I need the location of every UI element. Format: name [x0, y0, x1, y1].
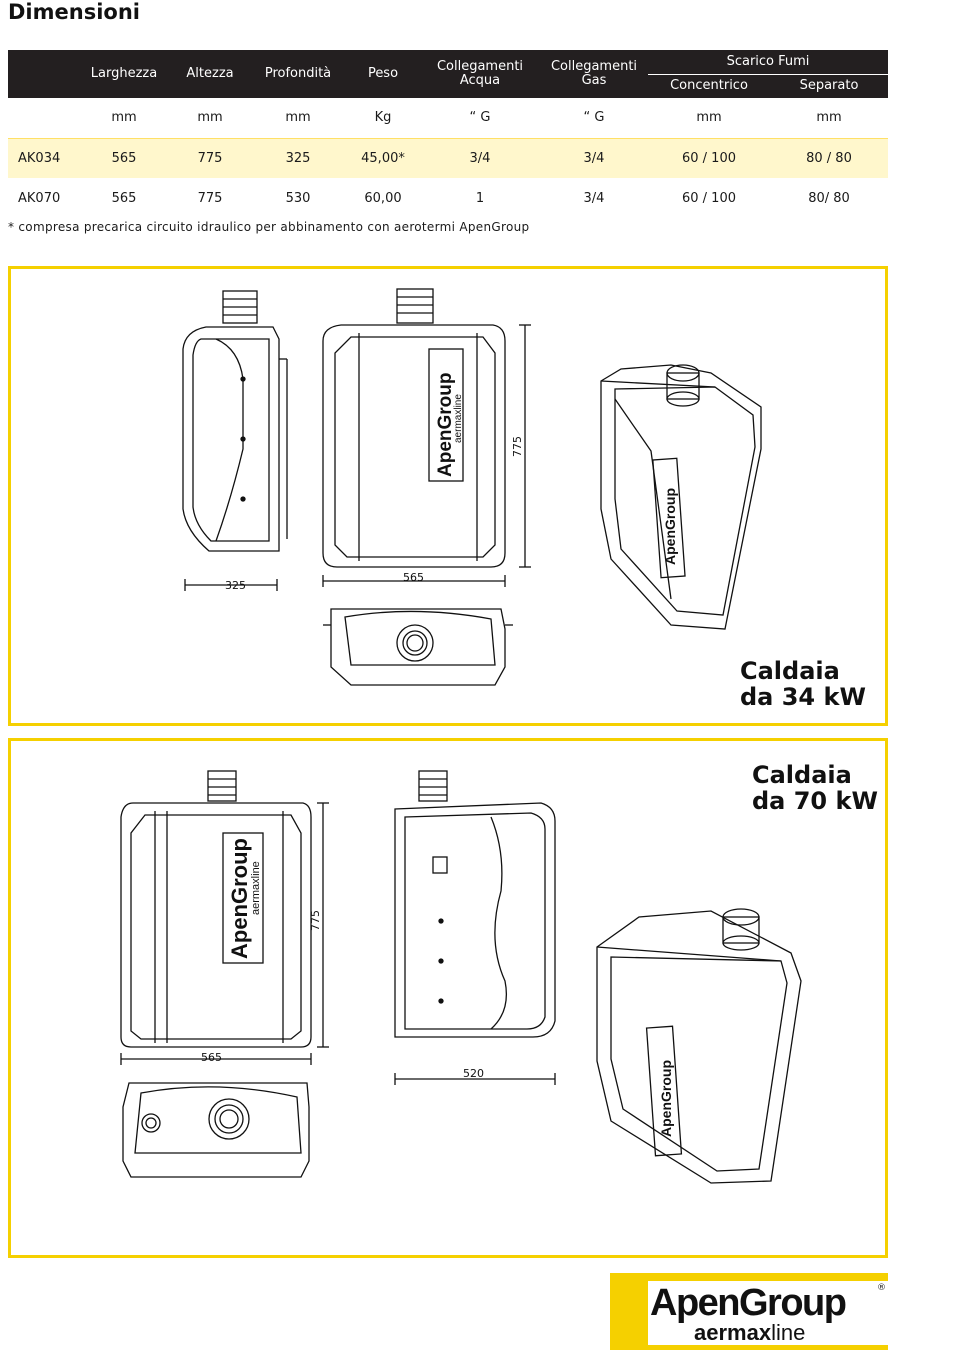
logo-sub-light: line	[771, 1320, 806, 1345]
top-view-drawing	[122, 1082, 310, 1178]
caption-34kw-line2: da 34 kW	[740, 683, 866, 711]
unit-cell: mm	[170, 98, 250, 139]
header-gas-line2: Gas	[581, 73, 607, 88]
table-subheader-row: Concentrico Separato	[8, 74, 888, 98]
logo-inner: ApenGroup ® aermaxline	[648, 1281, 888, 1345]
model-cell: AK070	[18, 190, 61, 206]
header-concentrico: Concentrico	[648, 74, 770, 98]
value-cell: 325	[250, 138, 346, 178]
value-cell: 1	[475, 190, 485, 206]
front-product-sub: aermaxline	[453, 394, 464, 443]
dim-height-label: 775	[309, 910, 322, 931]
value-cell: 60,00	[364, 190, 402, 206]
header-acqua-line2: Acqua	[459, 73, 501, 88]
logo-brand-text: ApenGroup	[650, 1282, 847, 1324]
front-product-sub: aermaxline	[250, 861, 262, 915]
caption-34kw: Caldaia da 34 kW	[740, 658, 866, 710]
logo-subtitle: aermaxline	[694, 1321, 805, 1345]
perspective-product-brand: ApenGroup	[662, 488, 678, 565]
page-title: Dimensioni	[8, 0, 140, 24]
drawing-panel-70kw: 565 775 ApenGroup aermaxline 520	[8, 738, 888, 1258]
value-cell: 3/4	[420, 138, 540, 178]
caption-70kw-line1: Caldaia	[752, 761, 852, 789]
unit-cell: mm	[648, 98, 770, 139]
header-separato: Separato	[770, 74, 888, 98]
unit-cell: mm	[770, 98, 888, 139]
value-cell: 565	[78, 138, 170, 178]
technical-drawing-34kw: 325 565 775 ApenGroup aermaxline	[182, 288, 762, 686]
logo-registered-mark: ®	[877, 1283, 886, 1293]
front-product-brand: ApenGroup	[435, 373, 456, 478]
logo-sub-bold: aermax	[694, 1320, 772, 1345]
header-peso: Peso	[346, 50, 420, 98]
dim-width-label: 565	[403, 571, 424, 584]
header-profondita: Profondità	[250, 50, 346, 98]
value-cell: 80/ 80	[808, 190, 850, 206]
unit-cell: “ G	[420, 98, 540, 139]
perspective-product-brand: ApenGroup	[658, 1060, 674, 1137]
technical-drawing-70kw: 565 775 ApenGroup aermaxline 520	[120, 770, 802, 1184]
value-cell: 60 / 100	[682, 190, 736, 206]
table-footnote: * compresa precarica circuito idraulico …	[8, 220, 530, 234]
table-row-ak034: AK034 565 775 325 45,00* 3/4 3/4 60 / 10…	[8, 138, 888, 178]
table-header-row: Larghezza Altezza Profondità Peso Colleg…	[8, 50, 888, 98]
unit-cell: mm	[250, 98, 346, 139]
drawing-panel-34kw: 325 565 775 ApenGroup aermaxline	[8, 266, 888, 726]
value-cell: 45,00*	[346, 138, 420, 178]
perspective-view-drawing	[596, 908, 802, 1184]
top-view-drawing	[323, 608, 513, 686]
dim-height-label: 775	[511, 436, 524, 457]
value-cell: 775	[170, 138, 250, 178]
header-scarico-fumi: Scarico Fumi	[648, 50, 888, 75]
value-cell: 3/4	[583, 190, 605, 206]
caption-70kw: Caldaia da 70 kW	[752, 762, 878, 814]
side-view-drawing	[394, 770, 556, 1085]
perspective-view-drawing	[600, 364, 762, 630]
front-view-drawing	[322, 288, 531, 587]
dim-width-label: 565	[201, 1051, 222, 1064]
header-gas-line1: Collegamenti	[550, 59, 638, 74]
header-acqua-line1: Collegamenti	[436, 59, 524, 74]
unit-cell: Kg	[346, 98, 420, 139]
caption-34kw-line1: Caldaia	[740, 657, 840, 685]
table-row-ak070: AK070 565 775 530 60,00 1 3/4 60 / 100 8…	[8, 178, 888, 218]
value-cell: 775	[197, 190, 223, 206]
value-cell: 565	[111, 190, 137, 206]
header-model	[8, 50, 78, 98]
header-larghezza: Larghezza	[78, 50, 170, 98]
front-product-brand: ApenGroup	[227, 838, 252, 959]
header-collegamenti-gas: Collegamenti Gas	[540, 50, 648, 98]
unit-cell: “ G	[540, 98, 648, 139]
caption-70kw-line2: da 70 kW	[752, 787, 878, 815]
front-view-drawing	[120, 770, 329, 1065]
model-cell: AK034	[8, 138, 78, 178]
value-cell: 80 / 80	[770, 138, 888, 178]
dim-depth-label: 520	[463, 1067, 484, 1080]
unit-cell: mm	[78, 98, 170, 139]
units-row: mm mm mm Kg “ G “ G mm mm	[8, 98, 888, 139]
dimensions-table: Larghezza Altezza Profondità Peso Colleg…	[8, 50, 888, 218]
side-view-drawing	[182, 290, 288, 591]
value-cell: 530	[285, 190, 311, 206]
apengroup-logo: ApenGroup ® aermaxline	[610, 1273, 888, 1350]
unit-cell-empty	[8, 98, 78, 139]
value-cell: 3/4	[540, 138, 648, 178]
header-collegamenti-acqua: Collegamenti Acqua	[420, 50, 540, 98]
value-cell: 60 / 100	[648, 138, 770, 178]
header-altezza: Altezza	[170, 50, 250, 98]
dim-depth-label: 325	[225, 579, 246, 592]
